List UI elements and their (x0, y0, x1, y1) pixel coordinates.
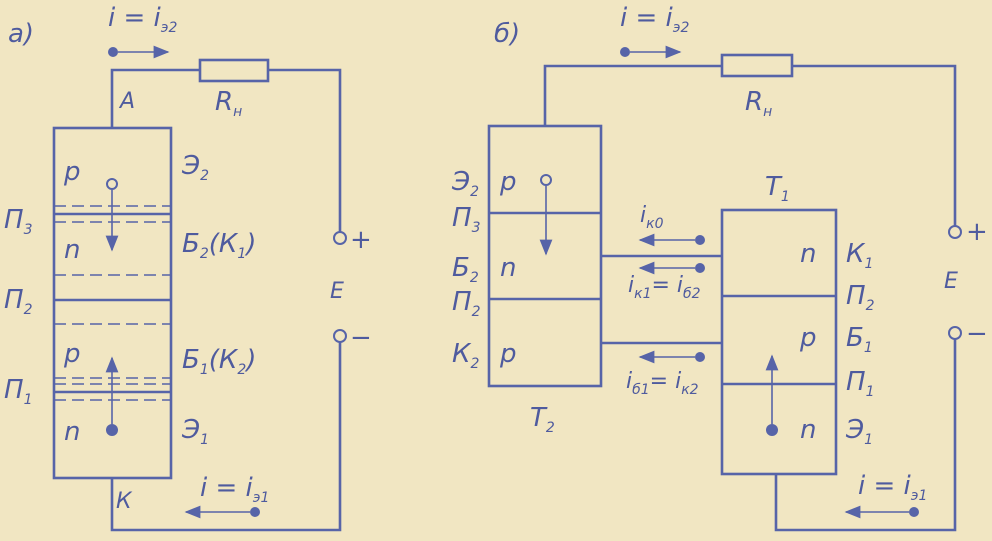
return-wire (110, 342, 342, 532)
region-label: Б2(К1) (182, 229, 256, 262)
layer-label: p (499, 339, 517, 369)
plus-sign: + (350, 225, 372, 255)
return-wire (774, 339, 957, 532)
anode-wire (543, 64, 722, 126)
current-dot (620, 47, 630, 57)
thyristor-body (52, 126, 173, 480)
plus-terminal (948, 225, 962, 239)
minus-sign: − (350, 323, 372, 353)
figure-a-current-top: i = iэ2 (108, 3, 177, 36)
load-resistor (720, 53, 794, 78)
plus-sign: + (966, 217, 988, 247)
anode-wire (110, 68, 200, 128)
region-label: Э2 (181, 151, 209, 184)
region-label: Б2 (452, 253, 479, 286)
anode-label: А (118, 89, 135, 114)
load-label: Rн (745, 87, 772, 120)
hole-marker (540, 174, 552, 186)
junction-label: П1 (4, 375, 32, 408)
hole-marker (106, 178, 118, 190)
region-label: Б1 (846, 323, 873, 356)
junction-label: П2 (846, 281, 875, 314)
transistor-t1 (720, 208, 838, 476)
minus-terminal (948, 326, 962, 340)
plus-terminal (333, 231, 347, 245)
figure-a-current-bottom: i = iэ1 (200, 473, 269, 506)
current-dot (909, 507, 919, 517)
load-label: Rн (215, 87, 242, 120)
layer-label: p (499, 167, 517, 197)
figure-b: б) i = iэ2 Rн + E − p n p Э2 П3 Б2 П2 К2… (451, 3, 988, 532)
layer-label: p (799, 323, 817, 353)
i-b1-label: iб1= iк2 (626, 369, 699, 398)
current-dot (695, 263, 705, 273)
current-dot (695, 352, 705, 362)
cathode-label: К (116, 489, 133, 514)
i-k1-label: iк1= iб2 (628, 273, 701, 302)
minus-sign: − (966, 319, 988, 349)
region-label: К2 (452, 339, 479, 372)
layer-label: p (63, 157, 81, 187)
junction-label: П2 (452, 287, 481, 320)
load-resistor (198, 58, 270, 83)
region-label: Э1 (845, 415, 873, 448)
right-wire-top (268, 68, 342, 232)
region-label: К1 (846, 239, 873, 272)
layer-label: n (800, 239, 816, 269)
junction-label: П2 (4, 285, 33, 318)
junction-label: П3 (452, 203, 480, 236)
current-dot (695, 235, 705, 245)
layer-label: n (64, 235, 80, 265)
region-label: Э2 (451, 167, 479, 200)
junction-label: П3 (4, 205, 32, 238)
source-label: E (330, 279, 344, 304)
layer-label: n (64, 417, 80, 447)
figure-b-label: б) (494, 19, 520, 49)
current-dot (250, 507, 260, 517)
layer-label: p (63, 339, 81, 369)
figure-b-current-bottom: i = iэ1 (858, 471, 927, 504)
figure-a: а) i = iэ2 А Rн + E − p n p n (4, 3, 372, 532)
right-wire-top (792, 64, 957, 226)
region-label: Э1 (181, 415, 209, 448)
t2-label: T2 (530, 403, 555, 436)
region-label: Б1(К2) (182, 345, 256, 378)
minus-terminal (333, 329, 347, 343)
i-k0-label: iк0 (640, 203, 664, 232)
electron-marker (766, 424, 778, 436)
figure-b-current-top: i = iэ2 (620, 3, 689, 36)
t1-label: T1 (765, 172, 790, 205)
layer-label: n (500, 253, 516, 283)
current-dot (108, 47, 118, 57)
source-label: E (944, 269, 958, 294)
electron-marker (106, 424, 118, 436)
figure-a-label: а) (8, 19, 34, 49)
layer-label: n (800, 415, 816, 445)
junction-label: П1 (846, 367, 874, 400)
